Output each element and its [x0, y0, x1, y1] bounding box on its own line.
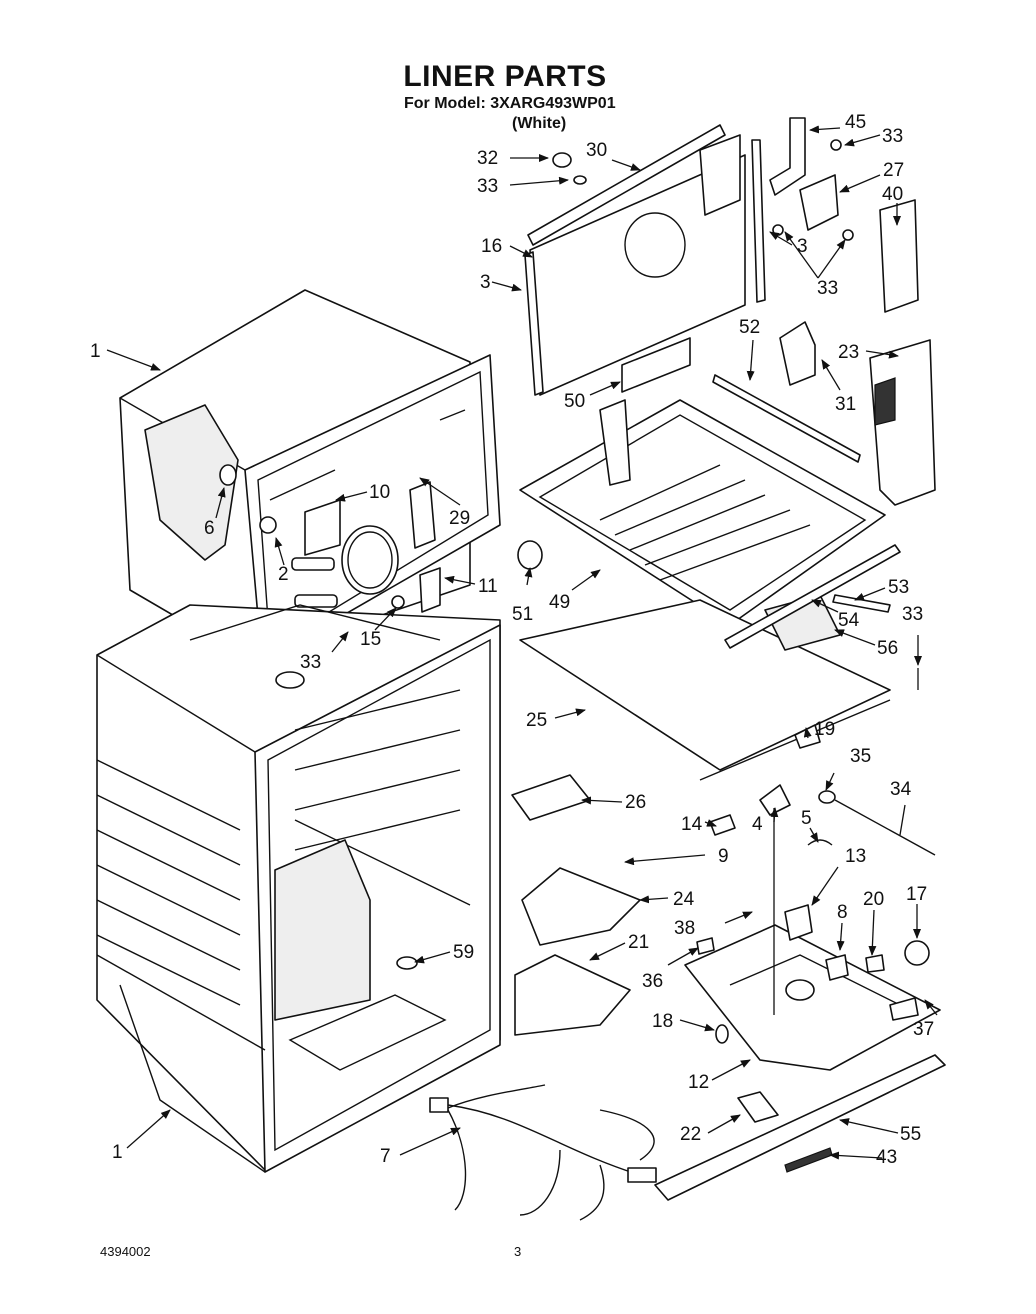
callout-50: 50 — [564, 391, 585, 412]
callout-17: 17 — [906, 884, 927, 905]
model-line: For Model: 3XARG493WP01 — [404, 95, 616, 112]
callout-2: 2 — [278, 564, 289, 585]
callout-36: 36 — [642, 971, 663, 992]
callout-22: 22 — [680, 1124, 701, 1145]
callout-51: 51 — [512, 604, 533, 625]
back-panel-assembly — [524, 124, 766, 396]
callout-59: 59 — [453, 942, 474, 963]
page-number: 3 — [514, 1244, 522, 1259]
callout-24: 24 — [673, 889, 695, 910]
callout-3-left: 3 — [480, 272, 491, 293]
callout-31: 31 — [835, 394, 856, 415]
callout-33-tray: 33 — [902, 604, 923, 625]
document-number: 4394002 — [100, 1244, 151, 1259]
callout-33-top-left: 33 — [477, 176, 498, 197]
callout-45: 45 — [845, 112, 866, 133]
callout-52: 52 — [739, 317, 760, 338]
callout-54: 54 — [838, 610, 860, 631]
callout-37: 37 — [913, 1019, 934, 1040]
callout-12: 12 — [688, 1072, 709, 1093]
callout-10: 10 — [369, 482, 390, 503]
callout-38: 38 — [674, 918, 695, 939]
callout-7: 7 — [380, 1146, 391, 1167]
callout-1-refrigerator: 1 — [112, 1142, 123, 1163]
callout-26: 26 — [625, 792, 646, 813]
color-line: (White) — [512, 115, 567, 132]
callout-18: 18 — [652, 1011, 673, 1032]
callout-14: 14 — [681, 814, 703, 835]
callout-20: 20 — [863, 889, 884, 910]
callout-16: 16 — [481, 236, 502, 257]
callout-6: 6 — [204, 518, 215, 539]
callout-33-top-right: 33 — [882, 126, 903, 147]
callout-8: 8 — [837, 902, 848, 923]
page-title: LINER PARTS — [403, 60, 607, 93]
callout-55: 55 — [900, 1124, 921, 1145]
right-upper-parts — [712, 117, 936, 506]
shelf-and-tray — [517, 399, 919, 781]
callout-25: 25 — [526, 710, 547, 731]
callout-53: 53 — [888, 577, 909, 598]
callout-19: 19 — [814, 719, 835, 740]
callout-43: 43 — [876, 1147, 897, 1168]
callout-33-mid-right: 33 — [817, 278, 838, 299]
callout-1-freezer: 1 — [90, 341, 101, 362]
control-assembly — [511, 724, 946, 1201]
leader-lines — [106, 125, 938, 1160]
callout-4: 4 — [752, 814, 763, 835]
callout-23: 23 — [838, 342, 859, 363]
callout-49: 49 — [549, 592, 570, 613]
callout-numbers: 1 1 2 3 3 4 5 6 7 8 9 10 11 12 13 14 15 … — [90, 112, 934, 1168]
freezer-liner — [119, 289, 501, 663]
callout-56: 56 — [877, 638, 898, 659]
callout-35: 35 — [850, 746, 871, 767]
callout-15: 15 — [360, 629, 381, 650]
callout-27: 27 — [883, 160, 904, 181]
callout-3-right: 3 — [797, 236, 808, 257]
callout-40: 40 — [882, 184, 903, 205]
callout-32: 32 — [477, 148, 498, 169]
callout-11: 11 — [478, 576, 498, 597]
refrigerator-liner — [96, 604, 501, 1173]
callout-34: 34 — [890, 779, 912, 800]
callout-33-freezer: 33 — [300, 652, 321, 673]
callout-21: 21 — [628, 932, 649, 953]
callout-30: 30 — [586, 140, 607, 161]
callout-29: 29 — [449, 508, 470, 529]
callout-13: 13 — [845, 846, 866, 867]
wire-harness — [429, 1084, 657, 1221]
callout-5: 5 — [801, 808, 812, 829]
callout-9: 9 — [718, 846, 729, 867]
